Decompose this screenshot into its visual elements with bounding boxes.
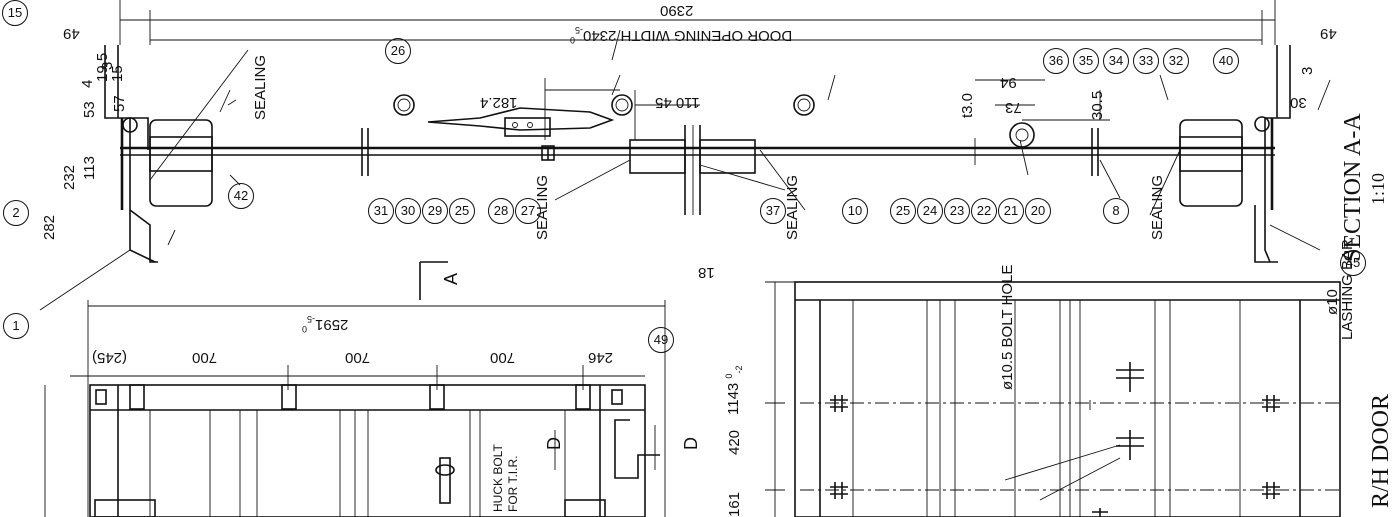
overall-width-label: 2390 xyxy=(660,2,694,19)
balloon-37: 37 xyxy=(760,198,786,224)
door-opening-text: DOOR OPENING WIDTH 2340 xyxy=(583,27,793,44)
dim-73: 73 xyxy=(1005,99,1022,116)
dim-45: 45 xyxy=(655,94,672,111)
left-hinge-assembly xyxy=(104,45,213,263)
segment-700-c: 700 xyxy=(490,349,516,366)
dim-232: 232 xyxy=(61,164,78,190)
balloon-10: 10 xyxy=(842,198,868,224)
balloon-2: 2 xyxy=(3,200,29,226)
balloon-23: 23 xyxy=(944,198,970,224)
dim-3-left: 3 xyxy=(99,61,116,70)
balloon-27: 27 xyxy=(515,198,541,224)
right-hinge-assembly xyxy=(1179,45,1291,263)
balloon-20: 20 xyxy=(1025,198,1051,224)
door-title: R/H DOOR xyxy=(1368,393,1394,508)
balloon-42: 42 xyxy=(228,183,254,209)
door-width-tol-top: 0 xyxy=(302,324,308,334)
dim-t3: t3.0 xyxy=(959,92,976,118)
balloon-25-left: 25 xyxy=(449,198,475,224)
balloon-15: 15 xyxy=(2,0,28,26)
dim-94: 94 xyxy=(1000,74,1017,91)
door-opening-label: DOOR OPENING WIDTH 2340-50 xyxy=(570,25,793,45)
bolt-hole-label: ø10.5 BOLT HOLE xyxy=(999,264,1016,390)
detail-marker-d-left: D xyxy=(544,437,564,450)
dim-3-right: 3 xyxy=(1299,66,1316,75)
sealing-label-center-right: SEALING xyxy=(784,174,801,240)
door-width-total: 2591 xyxy=(315,316,349,333)
door-opening-tol-top: 0 xyxy=(570,35,576,45)
detail-marker-d-right: D xyxy=(681,437,701,450)
dim-182-4: 182.4 xyxy=(480,94,518,111)
section-marker-a: A xyxy=(441,272,461,285)
balloon-26: 26 xyxy=(385,38,411,64)
dim-113: 113 xyxy=(81,156,98,180)
sealing-label-right: SEALING xyxy=(1149,174,1166,240)
center-gasket-assembly xyxy=(629,125,756,215)
height-1143-tol-bottom: -2 xyxy=(734,365,744,374)
dim-110-45: 110 45 xyxy=(655,94,700,111)
balloon-33: 33 xyxy=(1133,48,1159,74)
dim-110: 110 xyxy=(675,94,700,111)
balloon-49: 49 xyxy=(648,327,674,353)
segment-700-b: 700 xyxy=(345,349,371,366)
lock-rod-circles xyxy=(393,94,1035,148)
door-view-left xyxy=(44,261,666,517)
door-width-tol-bottom: -5 xyxy=(307,314,316,324)
huck-bolt-label: HUCK BOLT xyxy=(491,444,505,512)
balloon-40: 40 xyxy=(1213,48,1239,74)
balloon-25-right: 25 xyxy=(890,198,916,224)
sealing-label-left: SEALING xyxy=(252,54,269,120)
handle-assembly xyxy=(427,107,615,161)
door-opening-tol-bottom: -5 xyxy=(575,25,584,35)
height-1143-label: 1143 0-2 xyxy=(724,365,744,415)
balloon-8: 8 xyxy=(1103,198,1129,224)
dim-49-left: 49 xyxy=(63,25,80,42)
balloon-29: 29 xyxy=(422,198,448,224)
door-width-label: 2591-50 xyxy=(302,314,349,334)
door-view-right xyxy=(765,281,1341,517)
balloon-22: 22 xyxy=(971,198,997,224)
height-1143-tol-top: 0 xyxy=(724,373,734,379)
dim-57: 57 xyxy=(111,95,128,112)
leader-lines xyxy=(39,49,1321,311)
balloon-35: 35 xyxy=(1073,48,1099,74)
dim-49-right: 49 xyxy=(1320,25,1337,42)
balloon-21: 21 xyxy=(998,198,1024,224)
segment-246: 246 xyxy=(588,349,614,366)
balloon-24: 24 xyxy=(917,198,943,224)
dim-161: 161 xyxy=(726,491,743,517)
segment-245: (245) xyxy=(92,349,128,366)
balloon-34: 34 xyxy=(1103,48,1129,74)
dim-18: 18 xyxy=(698,264,715,281)
weld-symbols xyxy=(167,29,1331,246)
balloon-30: 30 xyxy=(395,198,421,224)
for-tir-label: FOR T.I.R. xyxy=(506,455,520,512)
dim-420: 420 xyxy=(726,429,743,455)
dim-30-5: 30.5 xyxy=(1089,90,1106,120)
dim-30: 30 xyxy=(1290,94,1307,111)
dim-phi10: ø10 xyxy=(1324,289,1341,315)
dim-53: 53 xyxy=(81,101,98,118)
balloon-36: 36 xyxy=(1043,48,1069,74)
height-1143: 1143 xyxy=(725,382,742,415)
balloon-45: 45 xyxy=(1340,250,1366,276)
balloon-32: 32 xyxy=(1163,48,1189,74)
section-scale: 1:10 xyxy=(1368,172,1388,205)
section-title: SECTION A-A xyxy=(1340,113,1366,262)
balloon-28: 28 xyxy=(488,198,514,224)
dim-4: 4 xyxy=(79,79,96,88)
balloon-1: 1 xyxy=(3,313,29,339)
dim-282: 282 xyxy=(41,214,58,240)
segment-700-a: 700 xyxy=(192,349,218,366)
balloon-31: 31 xyxy=(368,198,394,224)
